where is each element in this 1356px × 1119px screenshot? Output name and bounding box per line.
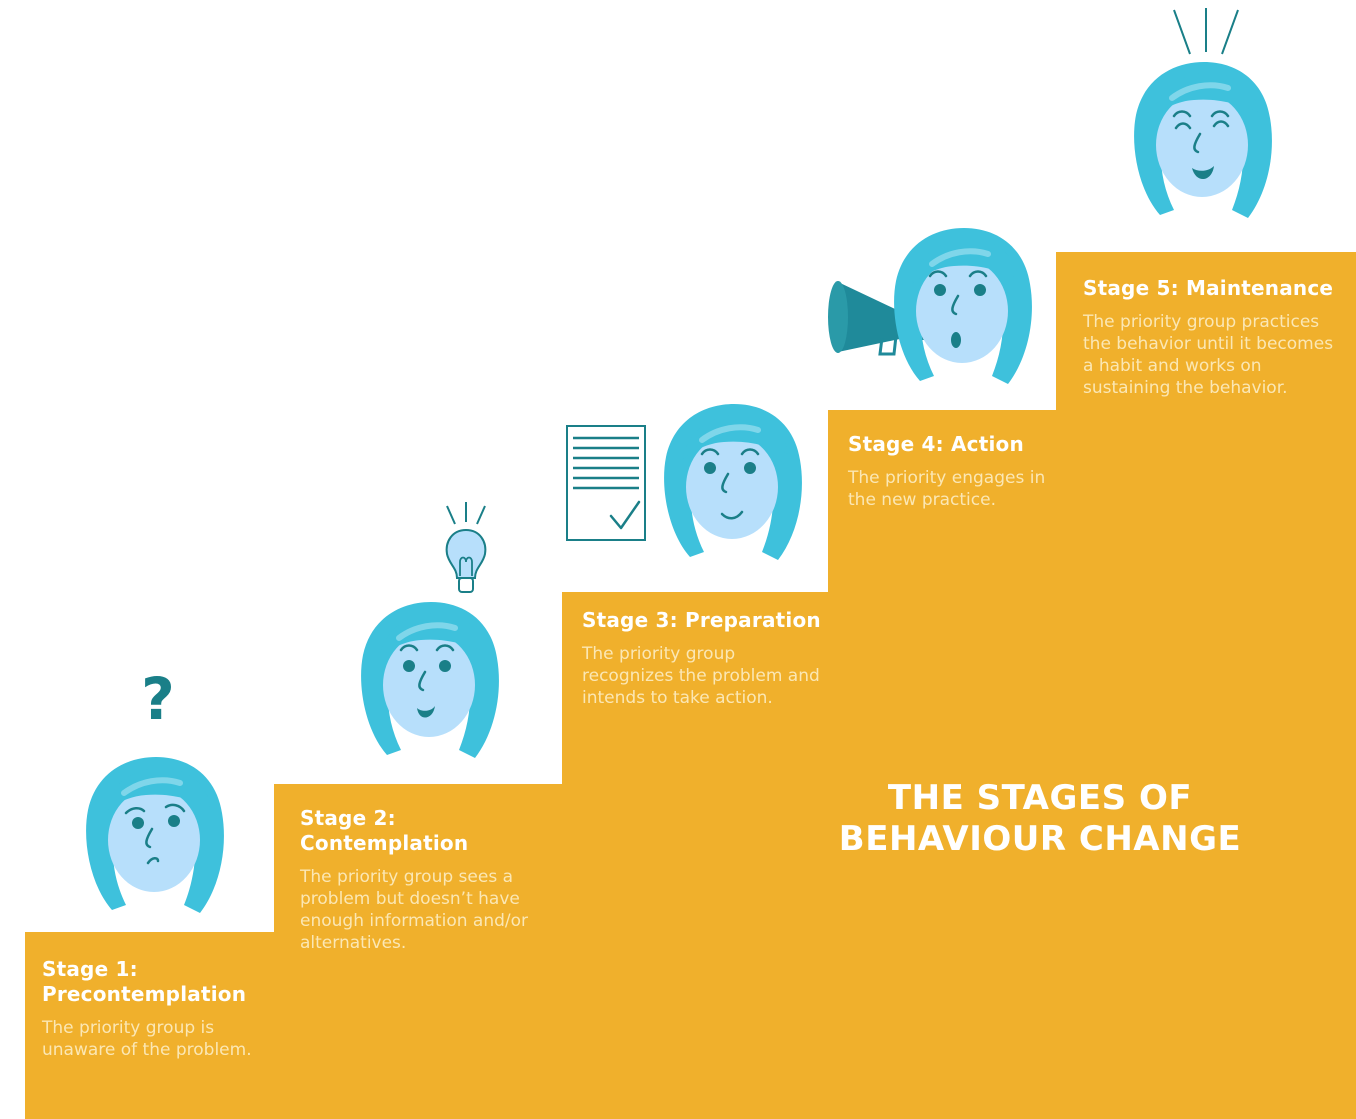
stage-2-title: Stage 2: Contemplation [300, 806, 469, 855]
stage-2: Stage 2: Contemplation The priority grou… [300, 806, 550, 954]
stage-2-description: The priority group sees a problem but do… [300, 867, 528, 953]
stage-1-description: The priority group is unaware of the pro… [42, 1018, 252, 1060]
face-confused [86, 757, 224, 913]
stage-4: Stage 4: Action The priority engages in … [848, 432, 1058, 511]
face-joyful [1134, 62, 1272, 218]
stage-1-title: Stage 1: Precontemplation [42, 957, 247, 1006]
stage-3-description: The priority group recognizes the proble… [582, 644, 820, 708]
stage-5-description: The priority group practices the behavio… [1083, 312, 1334, 398]
face-surprised-happy [361, 602, 499, 758]
stage-5-title: Stage 5: Maintenance [1083, 276, 1334, 300]
question-mark-icon: ? [141, 665, 175, 733]
excitement-lines-icon [1173, 8, 1239, 55]
lightbulb-icon [445, 502, 487, 593]
stage-1: Stage 1: Precontemplation The priority g… [42, 957, 272, 1061]
stage-3-title: Stage 3: Preparation [582, 608, 821, 632]
stage-4-title: Stage 4: Action [848, 432, 1024, 456]
stage-4-description: The priority engages in the new practice… [848, 468, 1046, 510]
stage-3: Stage 3: Preparation The priority group … [582, 608, 822, 709]
checklist-document-icon [566, 425, 646, 541]
face-smiling [664, 404, 802, 560]
face-speaking [894, 228, 1032, 384]
page-title: THE STAGES OF BEHAVIOUR CHANGE [838, 778, 1242, 859]
stage-5: Stage 5: Maintenance The priority group … [1083, 276, 1348, 399]
